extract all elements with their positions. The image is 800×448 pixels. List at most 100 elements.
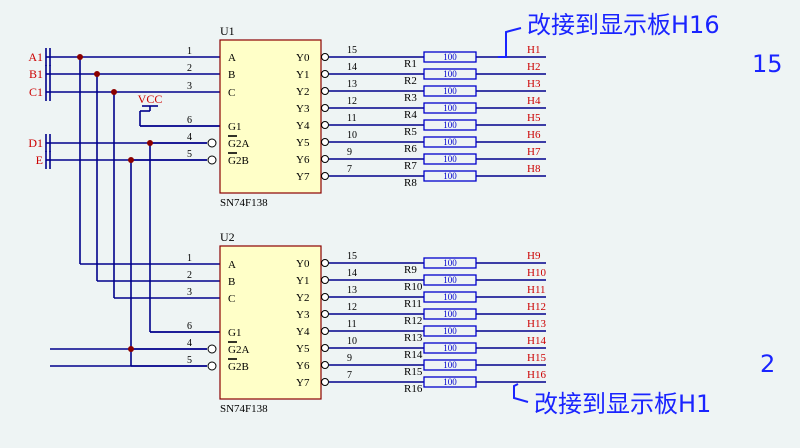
resistor-value: 100 xyxy=(443,120,457,130)
net-label-h7: H7 xyxy=(527,146,541,158)
resistor xyxy=(423,342,477,354)
input-pin-name: C xyxy=(228,87,235,99)
output-pin-number: 10 xyxy=(347,130,357,141)
resistor xyxy=(423,170,477,182)
output-pin-name: Y6 xyxy=(296,154,310,166)
output-bubble xyxy=(321,87,329,95)
resistor xyxy=(423,257,477,269)
chip-part-number: SN74F138 xyxy=(220,197,268,209)
resistor xyxy=(423,325,477,337)
output-pin-name: Y4 xyxy=(296,120,310,132)
net-label-h15: H15 xyxy=(527,352,546,364)
output-pin-name: Y5 xyxy=(296,343,310,355)
annotation-top-number: 15 xyxy=(752,50,783,78)
output-pin-number: 7 xyxy=(347,370,352,381)
junction-dot xyxy=(111,89,117,95)
output-pin-number: 12 xyxy=(347,302,357,313)
input-pin-number: 2 xyxy=(187,63,192,74)
input-pin-name: G2A xyxy=(228,344,249,356)
annotation-top-text: 改接到显示板H16 xyxy=(527,11,720,39)
resistor-designator: R15 xyxy=(404,366,423,378)
input-pin-number: 3 xyxy=(187,81,192,92)
output-pin-number: 11 xyxy=(347,319,357,330)
resistor xyxy=(423,119,477,131)
input-pin-number: 6 xyxy=(187,115,192,126)
resistor-designator: R11 xyxy=(404,298,422,310)
output-bubble xyxy=(321,344,329,352)
resistor xyxy=(423,274,477,286)
resistor-value: 100 xyxy=(443,292,457,302)
input-pin-number: 1 xyxy=(187,253,192,264)
resistor-designator: R2 xyxy=(404,75,417,87)
output-bubble xyxy=(321,310,329,318)
output-bubble xyxy=(321,276,329,284)
output-bubble xyxy=(321,121,329,129)
output-pin-number: 10 xyxy=(347,336,357,347)
output-pin-number: 14 xyxy=(347,268,357,279)
junction-dot xyxy=(128,157,134,163)
input-pin-number: 5 xyxy=(187,355,192,366)
chip-designator: U2 xyxy=(220,230,235,244)
output-pin-name: Y0 xyxy=(296,258,310,270)
input-pin-name: A xyxy=(228,259,236,271)
resistor-value: 100 xyxy=(443,103,457,113)
junction-dot xyxy=(147,140,153,146)
resistor xyxy=(423,359,477,371)
output-pin-name: Y3 xyxy=(296,309,310,321)
net-label-h14: H14 xyxy=(527,335,546,347)
net-label-h3: H3 xyxy=(527,78,541,90)
resistor-value: 100 xyxy=(443,154,457,164)
output-pin-name: Y2 xyxy=(296,86,309,98)
resistor xyxy=(423,51,477,63)
decoder-u1: U1SN74F1381A2B3C6G14G2A5G2BY015100R1H1Y1… xyxy=(187,24,541,209)
input-pin-number: 6 xyxy=(187,321,192,332)
annotation-bottom-text: 改接到显示板H1 xyxy=(534,390,711,418)
input-pin-name: B xyxy=(228,69,235,81)
annotation-top-bracket xyxy=(498,27,522,58)
resistor xyxy=(423,291,477,303)
input-pin-number: 3 xyxy=(187,287,192,298)
output-pin-number: 7 xyxy=(347,164,352,175)
resistor xyxy=(423,153,477,165)
net-label-h12: H12 xyxy=(527,301,546,313)
output-bubble xyxy=(321,172,329,180)
input-pin-number: 5 xyxy=(187,149,192,160)
annotation-bottom-number: 2 xyxy=(760,350,775,378)
resistor-designator: R3 xyxy=(404,92,417,104)
resistor-value: 100 xyxy=(443,137,457,147)
output-pin-name: Y5 xyxy=(296,137,310,149)
net-label-h16: H16 xyxy=(527,369,546,381)
resistor-designator: R4 xyxy=(404,109,417,121)
resistor-designator: R7 xyxy=(404,160,417,172)
input-pin-name: G2A xyxy=(228,138,249,150)
resistor-value: 100 xyxy=(443,275,457,285)
resistor-value: 100 xyxy=(443,258,457,268)
port-label-e: E xyxy=(36,153,43,167)
net-label-h5: H5 xyxy=(527,112,541,124)
output-bubble xyxy=(321,70,329,78)
resistor-designator: R16 xyxy=(404,383,423,395)
resistor-value: 100 xyxy=(443,360,457,370)
resistor-designator: R13 xyxy=(404,332,423,344)
input-pin-number: 2 xyxy=(187,270,192,281)
net-label-h8: H8 xyxy=(527,163,541,175)
resistor-value: 100 xyxy=(443,326,457,336)
output-pin-number: 9 xyxy=(347,353,352,364)
resistor-designator: R9 xyxy=(404,264,417,276)
input-pin-number: 4 xyxy=(187,338,192,349)
resistor-designator: R5 xyxy=(404,126,417,138)
output-bubble xyxy=(321,53,329,61)
net-label-h2: H2 xyxy=(527,61,540,73)
junction-dot xyxy=(77,54,83,60)
resistor-designator: R1 xyxy=(404,58,417,70)
output-pin-number: 13 xyxy=(347,285,357,296)
input-pin-name: G2B xyxy=(228,155,249,167)
output-pin-name: Y7 xyxy=(296,377,310,389)
resistor-designator: R8 xyxy=(404,177,417,189)
output-pin-name: Y1 xyxy=(296,275,309,287)
chip-designator: U1 xyxy=(220,24,235,38)
inversion-bubble xyxy=(207,138,217,148)
net-label-h10: H10 xyxy=(527,267,546,279)
